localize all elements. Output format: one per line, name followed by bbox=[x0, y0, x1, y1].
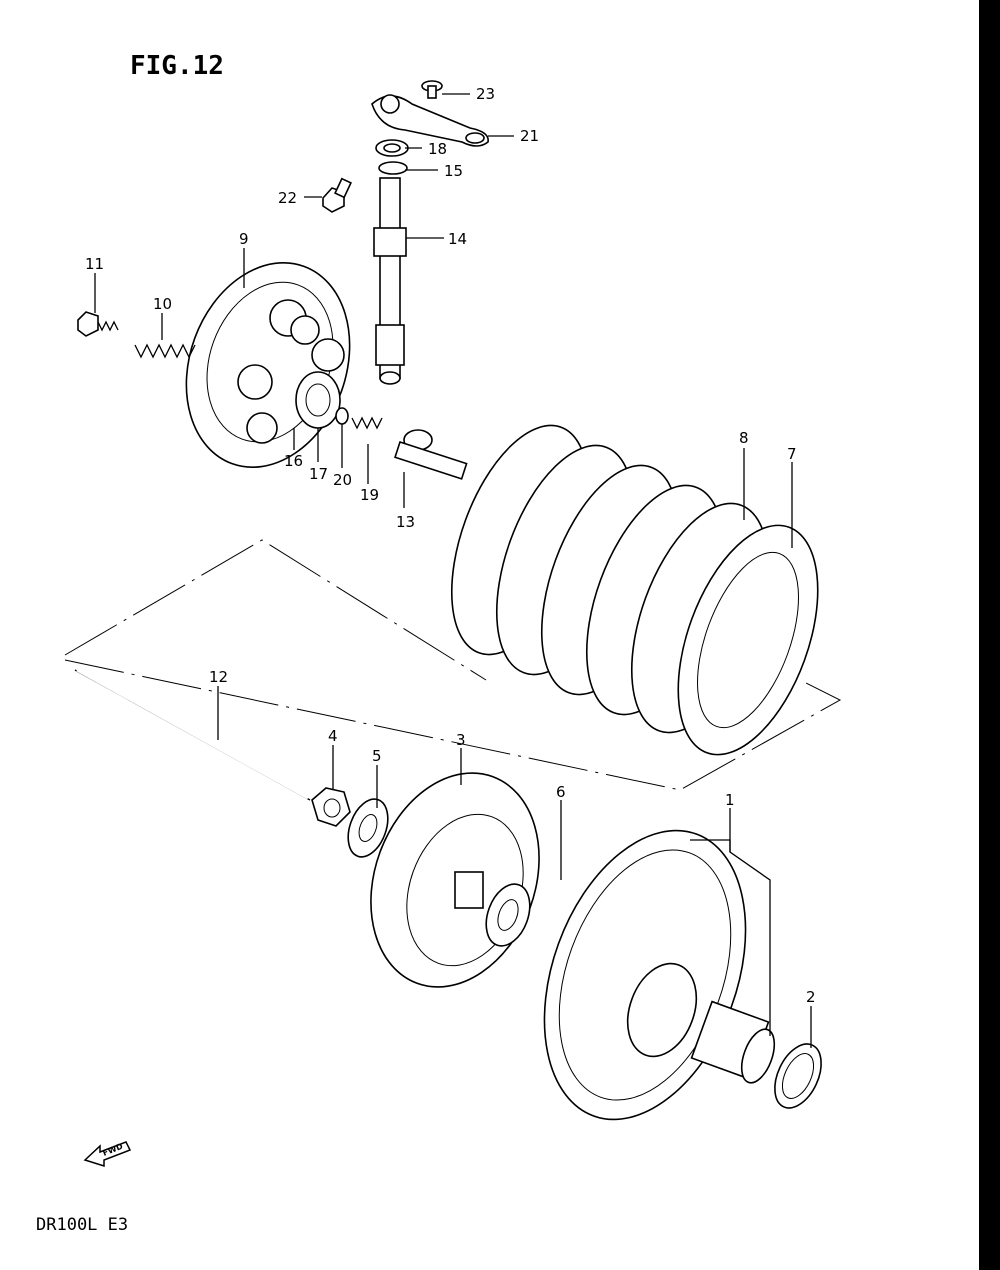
model-label: DR100L E3 bbox=[36, 1215, 128, 1235]
callout-16: 16 bbox=[284, 452, 303, 470]
release-shaft-14 bbox=[373, 177, 407, 385]
callout-12: 12 bbox=[209, 668, 228, 686]
callout-3: 3 bbox=[456, 731, 466, 749]
assembly-outline bbox=[64, 539, 487, 681]
callout-8: 8 bbox=[739, 429, 749, 447]
callout-22: 22 bbox=[278, 189, 297, 207]
clutch-sleeve-hub-3 bbox=[370, 772, 540, 988]
primary-driven-gear-1 bbox=[543, 829, 776, 1121]
push-piece-13 bbox=[394, 429, 468, 480]
callout-11: 11 bbox=[85, 255, 104, 273]
figure-title: FIG.12 bbox=[130, 51, 224, 81]
callout-9: 9 bbox=[239, 230, 249, 248]
callout-2: 2 bbox=[806, 988, 816, 1006]
thrust-washer-2 bbox=[774, 1043, 822, 1109]
callout-1: 1 bbox=[725, 791, 735, 809]
callout-labels: 23 21 18 15 14 22 9 11 10 16 17 20 19 13… bbox=[85, 85, 816, 1006]
spring-10 bbox=[134, 343, 196, 359]
callout-13: 13 bbox=[396, 513, 415, 531]
screw-23 bbox=[421, 80, 443, 99]
pushrod-12 bbox=[74, 668, 311, 801]
release-arm-21 bbox=[371, 94, 489, 147]
callout-20: 20 bbox=[333, 471, 352, 489]
bolt-22 bbox=[322, 177, 352, 213]
fwd-arrow-icon: FWD bbox=[83, 1141, 132, 1168]
bearing-16 bbox=[295, 371, 341, 429]
right-edge-bar bbox=[979, 0, 1000, 1270]
pressure-plate-9 bbox=[185, 261, 351, 469]
callout-15: 15 bbox=[444, 162, 463, 180]
washer-15 bbox=[378, 161, 408, 175]
leader-lines bbox=[94, 93, 812, 1048]
clutch-plates bbox=[450, 424, 819, 756]
callout-21: 21 bbox=[520, 127, 539, 145]
callout-4: 4 bbox=[328, 727, 338, 745]
callout-10: 10 bbox=[153, 295, 172, 313]
callout-23: 23 bbox=[476, 85, 495, 103]
washer-6 bbox=[485, 883, 531, 947]
callout-7: 7 bbox=[787, 445, 797, 463]
callout-14: 14 bbox=[448, 230, 467, 248]
callout-19: 19 bbox=[360, 486, 379, 504]
adjust-screw-19 bbox=[351, 416, 383, 430]
oil-seal-18 bbox=[375, 139, 409, 157]
callout-18: 18 bbox=[428, 140, 447, 158]
callout-6: 6 bbox=[556, 783, 566, 801]
exploded-parts-diagram: FIG.12 bbox=[36, 51, 842, 1235]
callout-5: 5 bbox=[372, 747, 382, 765]
callout-17: 17 bbox=[309, 465, 328, 483]
washer-20 bbox=[335, 407, 349, 425]
nut-4 bbox=[311, 787, 351, 827]
bolt-11 bbox=[77, 311, 119, 337]
washer-5 bbox=[347, 798, 389, 858]
